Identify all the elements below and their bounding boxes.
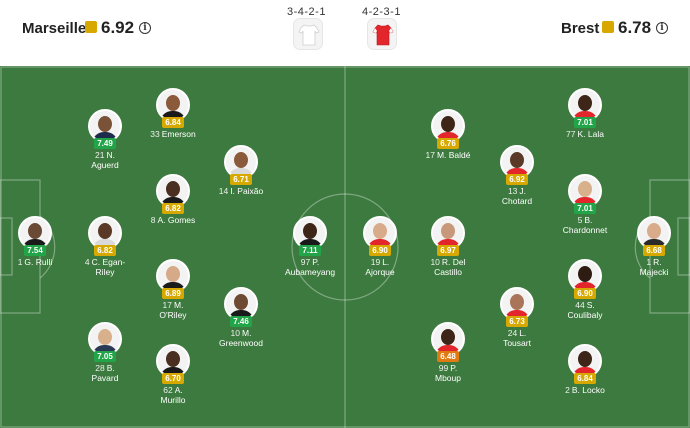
info-icon[interactable]: i	[656, 22, 668, 34]
home-formation: 3-4-2-1	[287, 6, 326, 18]
player-rating: 7.01	[574, 203, 596, 214]
red-jersey-icon	[367, 18, 397, 50]
player-rating: 6.92	[506, 174, 528, 185]
player-rating: 7.49	[94, 138, 116, 149]
info-icon[interactable]: i	[139, 22, 151, 34]
player-rating: 6.84	[162, 117, 184, 128]
player-rating: 7.05	[94, 351, 116, 362]
player-rating: 7.46	[230, 316, 252, 327]
player-photo	[156, 259, 190, 293]
player-photo	[293, 216, 327, 250]
pitch-lines	[0, 66, 690, 428]
player-photo	[637, 216, 671, 250]
player-rating: 7.11	[299, 245, 321, 256]
player-photo	[88, 322, 122, 356]
white-jersey-icon	[293, 18, 323, 50]
home-team-rating: 6.92	[101, 18, 135, 37]
player-rating: 6.48	[437, 351, 459, 362]
player-photo	[568, 88, 602, 122]
player-rating: 6.73	[506, 316, 528, 327]
player-photo	[88, 216, 122, 250]
player-rating: 7.54	[24, 245, 46, 256]
home-team-name[interactable]: Marseille	[22, 20, 87, 37]
player-photo	[156, 88, 190, 122]
player-rating: 6.82	[162, 203, 184, 214]
match-header: Marseille 6.92 i 3-4-2-1 4-2-3-1 Brest 6…	[0, 0, 690, 66]
player-rating: 6.71	[230, 174, 252, 185]
away-rating-square	[602, 21, 614, 33]
player-rating: 6.68	[643, 245, 665, 256]
away-team-rating: 6.78	[618, 18, 652, 37]
player-photo	[568, 259, 602, 293]
player-rating: 6.90	[369, 245, 391, 256]
player-photo	[500, 287, 534, 321]
player-photo	[500, 145, 534, 179]
player-rating: 7.01	[574, 117, 596, 128]
player-photo	[156, 344, 190, 378]
player-rating: 6.89	[162, 288, 184, 299]
player-rating: 6.70	[162, 373, 184, 384]
player-rating: 6.84	[574, 373, 596, 384]
player-photo	[88, 109, 122, 143]
player-rating: 6.76	[437, 138, 459, 149]
player-rating: 6.82	[94, 245, 116, 256]
player-photo	[363, 216, 397, 250]
player-rating: 6.97	[437, 245, 459, 256]
player-rating: 6.90	[574, 288, 596, 299]
away-formation: 4-2-3-1	[362, 6, 401, 18]
player-photo	[156, 174, 190, 208]
player-photo	[431, 216, 465, 250]
home-rating-square	[85, 21, 97, 33]
away-team-name[interactable]: Brest	[561, 20, 600, 37]
